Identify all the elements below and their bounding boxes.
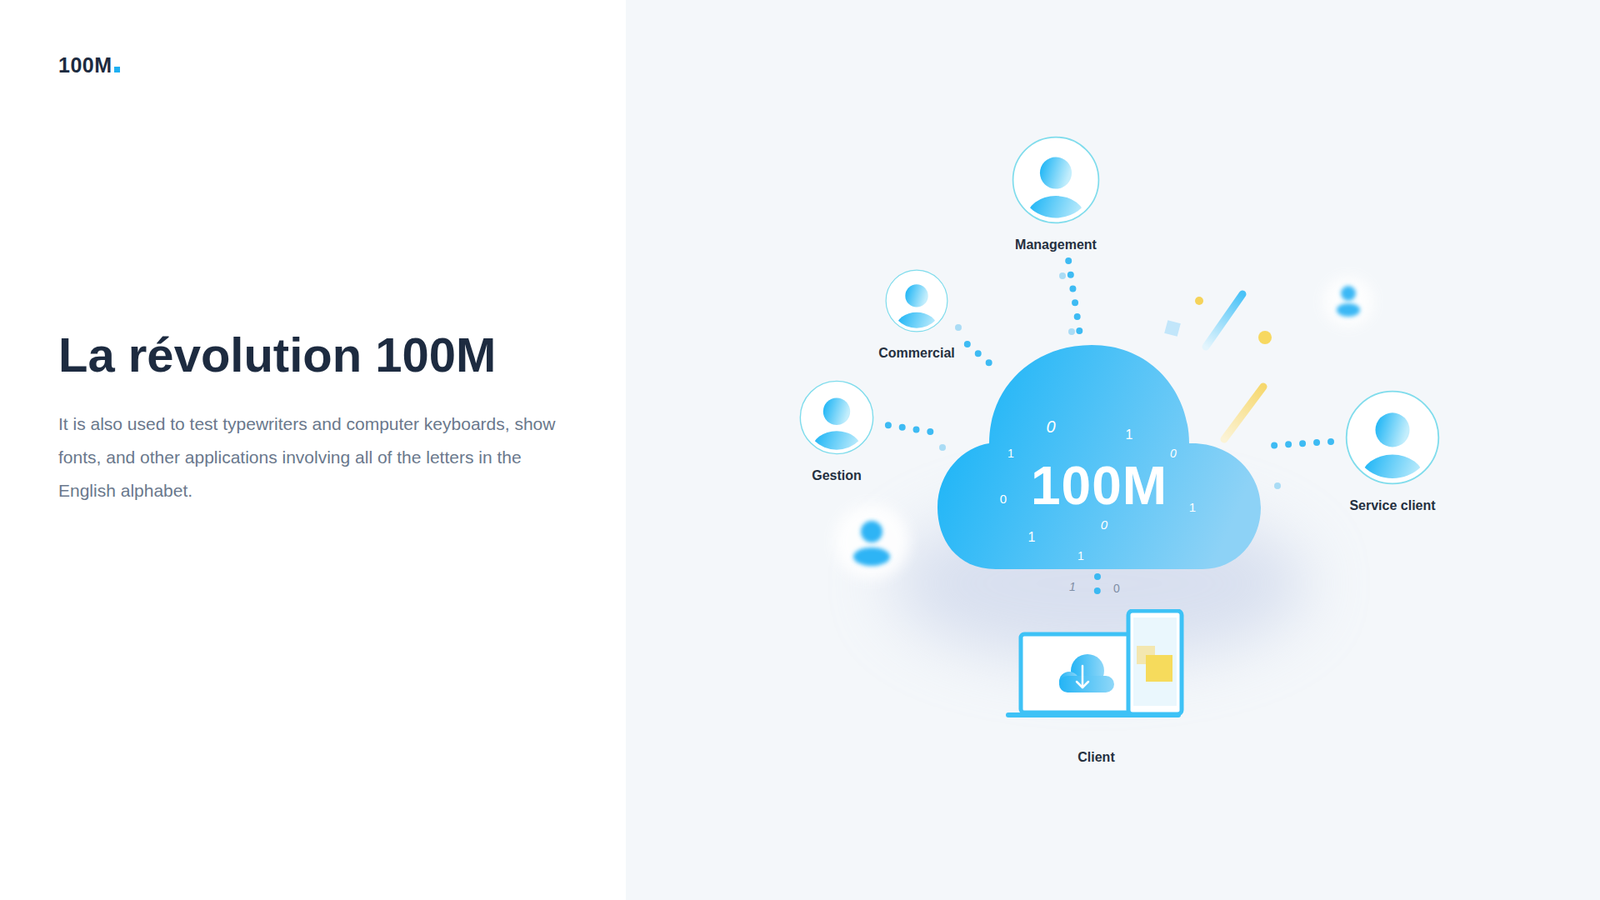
- client-label: Client: [1005, 749, 1187, 766]
- cloud-shape: [937, 345, 1261, 570]
- blurred-person: [834, 504, 910, 580]
- avatar-body: [1360, 455, 1424, 485]
- person-node: Management: [1005, 135, 1107, 254]
- avatar-body: [1026, 195, 1085, 225]
- dotted-connector: [888, 425, 935, 432]
- binary-digit: 0: [1000, 492, 1007, 505]
- binary-digit: 1: [1028, 530, 1036, 545]
- binary-digit: 0: [1100, 518, 1108, 531]
- phone-screen: [1133, 617, 1177, 706]
- logo-text: 100M: [58, 53, 113, 77]
- binary-digit: 1: [1077, 550, 1085, 562]
- person-node: Commercial: [871, 269, 962, 362]
- person-avatar: [1345, 390, 1440, 485]
- light-dot: [1059, 272, 1066, 280]
- person-avatar: [1011, 135, 1100, 225]
- binary-digit: 1: [1007, 447, 1015, 460]
- person-avatar: [885, 269, 949, 333]
- cloud-title: 100M: [1030, 459, 1168, 513]
- binary-digit: 0: [1170, 447, 1177, 460]
- logo-dot: [114, 66, 120, 73]
- light-dot: [955, 324, 962, 331]
- body-text: It is also used to test typewriters and …: [58, 407, 575, 508]
- avatar-head: [905, 284, 928, 307]
- dotted-connector: [1068, 260, 1081, 339]
- blue-streak: [1205, 294, 1243, 347]
- page-title: La révolution 100M: [58, 326, 496, 383]
- phone-body: [1128, 610, 1182, 715]
- yellow-dot: [1195, 296, 1204, 305]
- avatar-figure: [1360, 412, 1424, 485]
- cloud-node: 100M: [937, 345, 1261, 570]
- person-label: Service client: [1338, 497, 1447, 515]
- dotted-connector: [1094, 576, 1101, 602]
- avatar-body: [895, 312, 938, 333]
- client-node: Client: [1005, 609, 1187, 766]
- binary-digit: 1: [1189, 500, 1196, 514]
- avatar-head: [1040, 156, 1072, 189]
- light-dot: [1274, 482, 1281, 490]
- binary-digit: 1: [1125, 428, 1134, 442]
- binary-digit: 0: [1113, 582, 1120, 595]
- note-front: [1145, 655, 1173, 682]
- person-label: Gestion: [792, 467, 881, 485]
- light-dot: [1068, 328, 1075, 335]
- avatar-body: [811, 430, 861, 455]
- blurred-person: [1323, 276, 1374, 327]
- dotted-connector: [967, 344, 992, 365]
- yellow-streak: [1224, 386, 1264, 440]
- person-label: Management: [1005, 236, 1107, 254]
- avatar-figure: [1026, 156, 1085, 225]
- blue-square: [1164, 320, 1181, 337]
- avatar-figure: [811, 398, 861, 455]
- avatar-figure: [895, 284, 938, 333]
- person-label: Commercial: [871, 345, 962, 362]
- avatar-head: [823, 398, 850, 425]
- person-node: Service client: [1338, 390, 1447, 515]
- person-node: Gestion: [792, 380, 881, 485]
- dotted-connector: [1267, 441, 1331, 446]
- laptop-phone-icon: [1005, 609, 1187, 732]
- logo: 100M: [58, 53, 120, 78]
- light-dot: [939, 444, 946, 451]
- avatar-head: [1375, 412, 1410, 447]
- binary-digit: 0: [1045, 418, 1055, 435]
- download-cloud: [1059, 654, 1115, 693]
- cloud-body: [937, 345, 1261, 570]
- person-avatar: [799, 380, 875, 455]
- binary-digit: 1: [1069, 580, 1076, 593]
- yellow-dot: [1258, 330, 1272, 345]
